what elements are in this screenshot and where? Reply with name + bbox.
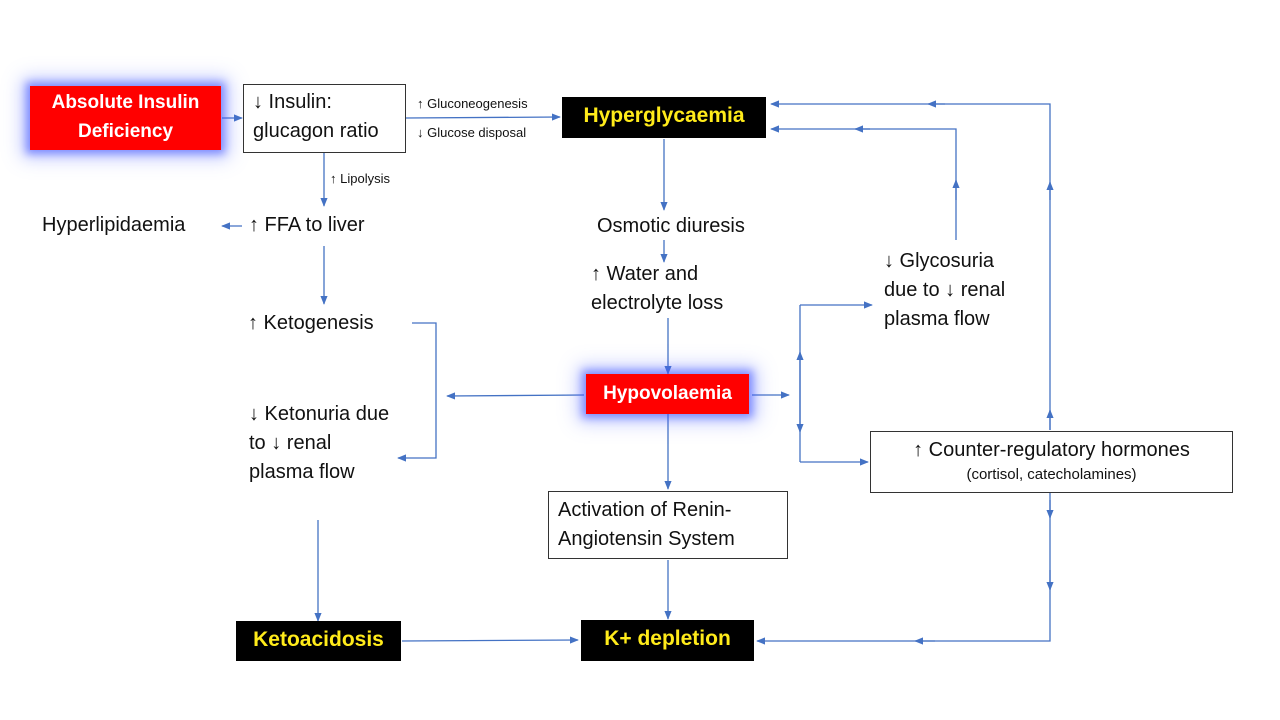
ketoacidosis-box: Ketoacidosis: [236, 621, 401, 661]
insulin-glucagon-ratio-box: ↓ Insulin: glucagon ratio: [243, 84, 406, 153]
hyperlipidaemia-label: Hyperlipidaemia: [42, 214, 186, 236]
insulin-glucagon-ratio-label: ↓ Insulin: glucagon ratio: [253, 91, 379, 142]
counter-regulatory-box: ↑ Counter-regulatory hormones (cortisol,…: [870, 431, 1233, 493]
arrow-ketoacidosis-to-k: [401, 636, 579, 644]
glycosuria-label: ↓ Glycosuria due to ↓ renal plasma flow: [884, 250, 1006, 330]
ketoacidosis-label: Ketoacidosis: [253, 628, 384, 651]
ffa-to-liver-label: ↑ FFA to liver: [249, 214, 365, 236]
arrow-hypovolaemia-left: [446, 392, 585, 400]
k-depletion-box: K+ depletion: [581, 620, 754, 661]
counter-regulatory-sub-label: (cortisol, catecholamines): [966, 466, 1137, 483]
hypovolaemia-box: Hypovolaemia: [586, 374, 749, 414]
absolute-insulin-deficiency-label: Absolute Insulin Deficiency: [51, 92, 200, 142]
osmotic-diuresis-label: Osmotic diuresis: [597, 215, 745, 237]
arrow-ketogenesis-to-ketonuria: [397, 322, 437, 462]
raas-box: Activation of Renin-Angiotensin System: [548, 491, 788, 559]
gluconeogenesis-label: ↑ Gluconeogenesis: [417, 96, 528, 111]
hypovolaemia-label: Hypovolaemia: [603, 383, 732, 404]
hyperglycaemia-label: Hyperglycaemia: [583, 104, 745, 127]
glucose-disposal-label: ↓ Glucose disposal: [417, 125, 527, 140]
lipolysis-label: ↑ Lipolysis: [330, 171, 390, 186]
arrow-glycosuria-to-hyperglycaemia: [770, 125, 957, 240]
counter-regulatory-label: ↑ Counter-regulatory hormones: [913, 439, 1190, 461]
hyperglycaemia-box: Hyperglycaemia: [562, 97, 766, 138]
arrow-counter-to-hyperglycaemia: [770, 100, 1051, 430]
arrow-counter-to-k: [756, 493, 1051, 645]
water-electrolyte-loss-label: ↑ Water and electrolyte loss: [591, 263, 724, 314]
arrow-ratio-to-hyperglycaemia: [405, 113, 561, 121]
raas-label: Activation of Renin-Angiotensin System: [558, 499, 735, 550]
k-depletion-label: K+ depletion: [604, 627, 731, 650]
ketogenesis-label: ↑ Ketogenesis: [248, 312, 374, 334]
ketonuria-label: ↓ Ketonuria due to ↓ renal plasma flow: [249, 403, 390, 483]
absolute-insulin-deficiency-box: Absolute Insulin Deficiency: [30, 86, 221, 150]
